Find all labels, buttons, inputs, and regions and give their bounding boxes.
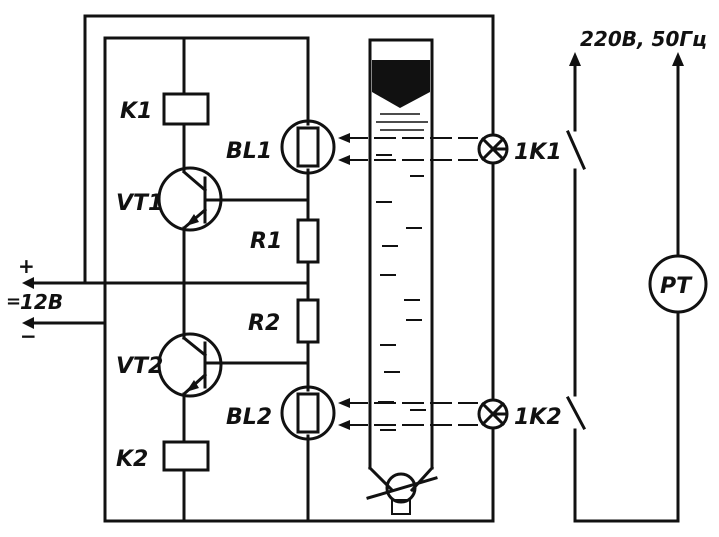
- lamp2-label: 1K2: [514, 405, 562, 430]
- mains-circuit: 220B, 50Гц PT: [565, 27, 708, 523]
- contact-1k2: [565, 395, 587, 431]
- valve-icon: [385, 472, 417, 504]
- bl2-label: BL2: [226, 405, 272, 430]
- transistor-vt2: VT2: [116, 332, 223, 398]
- light-beams: [338, 133, 478, 430]
- supply-terminals: + − = 12B: [6, 254, 63, 348]
- level-tube: [366, 38, 438, 515]
- r1-label: R1: [250, 229, 282, 254]
- supply-voltage-label: 12B: [20, 290, 63, 314]
- vt1-label: VT1: [116, 191, 163, 216]
- emitter-arrow-icon: [186, 214, 199, 226]
- resistor-r2: R2: [248, 298, 320, 344]
- beam-arrow-icon: [338, 420, 350, 430]
- lamp-1k1: 1K1: [477, 133, 562, 165]
- lamp-1k2: 1K2: [477, 398, 562, 430]
- pt-gauge: [648, 254, 708, 314]
- vt2-label: VT2: [116, 354, 163, 379]
- mains-label: 220B, 50Гц: [580, 27, 707, 51]
- transistor-vt1: VT1: [116, 166, 223, 232]
- minus-arrow-icon: [22, 317, 34, 329]
- mains-arrow-icon: [672, 52, 684, 66]
- relay-k2: K2: [116, 440, 210, 472]
- relay-k1: K1: [120, 92, 210, 126]
- approx-label: =: [6, 291, 21, 312]
- minus-label: −: [20, 324, 37, 348]
- beam-arrow-icon: [338, 398, 350, 408]
- mains-arrow-icon: [569, 52, 581, 66]
- resistor-r1: R1: [250, 218, 320, 264]
- beam-arrow-icon: [338, 133, 350, 143]
- bl1-label: BL1: [226, 139, 272, 164]
- emitter-arrow-icon: [186, 380, 199, 392]
- beam-arrow-icon: [338, 155, 350, 165]
- plus-label: +: [18, 254, 35, 278]
- photo-sensor-bl2: BL2: [226, 385, 336, 441]
- liquid-surface: [372, 60, 430, 108]
- plus-arrow-icon: [22, 277, 34, 289]
- pt-label: PT: [660, 274, 693, 299]
- k2-label: K2: [116, 447, 148, 472]
- lamp1-label: 1K1: [514, 140, 562, 165]
- wiring: [28, 14, 507, 523]
- contact-1k1: [566, 130, 586, 170]
- r2-label: R2: [248, 311, 280, 336]
- photo-sensor-bl1: BL1: [226, 119, 336, 175]
- k1-label: K1: [120, 99, 152, 124]
